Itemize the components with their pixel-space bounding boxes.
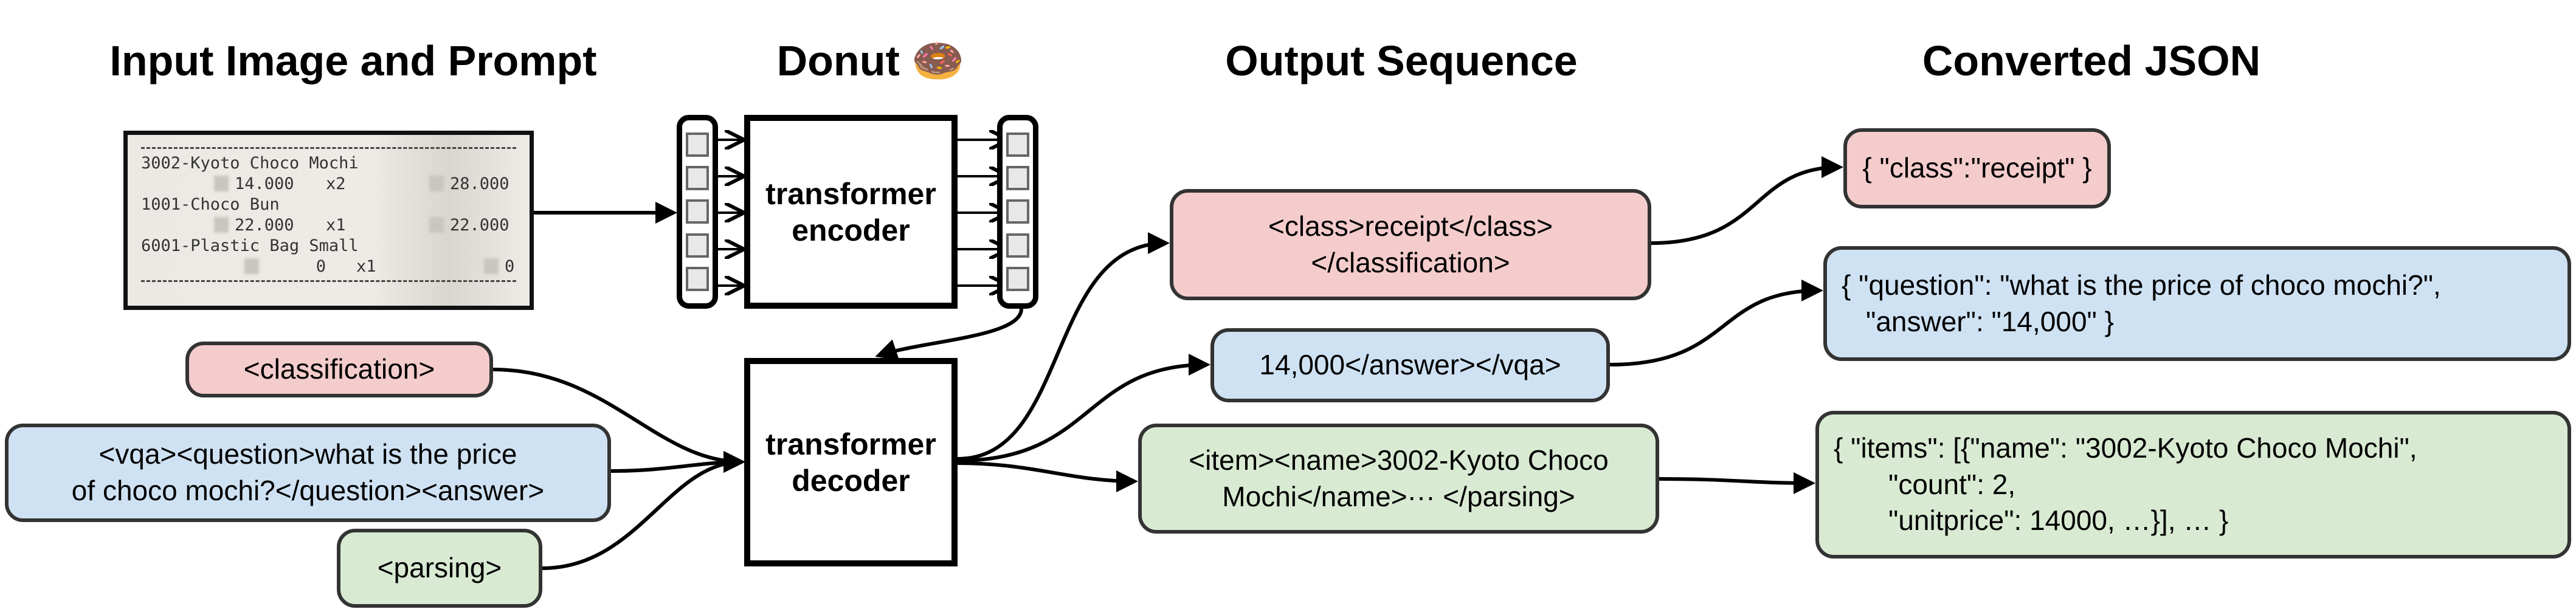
- token: [1006, 166, 1029, 191]
- json-text: "count": 2,: [1888, 468, 2016, 500]
- prompt-parsing: <parsing>: [337, 529, 542, 608]
- token: [1006, 233, 1029, 258]
- item-qty: x2: [326, 174, 346, 193]
- title-output: Output Sequence: [1225, 37, 1578, 84]
- encoder-label: transformer: [765, 176, 936, 211]
- prompt-text: <parsing>: [377, 552, 502, 584]
- output-text: 14,000</answer></vqa>: [1259, 349, 1561, 381]
- input-token-column: [677, 115, 718, 309]
- arrow-parsing-to-json: [1659, 472, 1815, 494]
- receipt-item-values: 14.000 x2 28.000: [141, 173, 516, 194]
- output-classification: <class>receipt</class> </classification>: [1170, 189, 1651, 300]
- token: [686, 199, 709, 224]
- token: [686, 233, 709, 258]
- json-text: { "question": "what is the price of choc…: [1842, 269, 2441, 301]
- prompt-text: <vqa><question>what is the price: [98, 438, 517, 470]
- output-token-column: [997, 115, 1038, 309]
- item-name: 3002-Kyoto Choco Mochi: [141, 153, 359, 173]
- token: [686, 267, 709, 292]
- token: [1006, 267, 1029, 292]
- output-text: </classification>: [1311, 246, 1510, 278]
- receipt-item-name: 1001-Choco Bun: [141, 194, 516, 215]
- receipt-item-name: 3002-Kyoto Choco Mochi: [141, 153, 516, 173]
- output-vqa: 14,000</answer></vqa>: [1210, 328, 1610, 402]
- encoder-label: encoder: [792, 213, 910, 247]
- json-text: { "class":"receipt" }: [1862, 152, 2092, 184]
- arrow-decoder-to-parsing: [957, 461, 1138, 492]
- token: [1006, 132, 1029, 157]
- item-total: 28.000: [450, 174, 509, 193]
- json-text: "answer": "14,000" }: [1866, 305, 2115, 337]
- json-text: { "items": [{"name": "3002-Kyoto Choco M…: [1834, 431, 2417, 464]
- arrow-decoder-to-classification: [957, 232, 1170, 461]
- json-text: "unitprice": 14000, …}], … }: [1888, 504, 2229, 537]
- json-vqa: { "question": "what is the price of choc…: [1823, 246, 2571, 361]
- item-qty: x1: [326, 215, 346, 235]
- receipt-item-values: 0 x1 0: [141, 256, 516, 277]
- item-total: 22.000: [450, 215, 509, 235]
- item-qty: x1: [356, 256, 376, 276]
- item-price: 22.000: [235, 215, 294, 235]
- receipt-image: 3002-Kyoto Choco Mochi 14.000 x2 28.000 10…: [123, 131, 534, 310]
- arrow-decoder-to-vqa: [957, 354, 1210, 462]
- item-price: 14.000: [235, 174, 294, 193]
- token: [686, 166, 709, 191]
- decoder-label: decoder: [792, 463, 910, 498]
- item-name: 6001-Plastic Bag Small: [141, 236, 359, 255]
- arrow-parsing-prompt: [542, 451, 745, 570]
- arrow-tokens-to-decoder: [875, 308, 1023, 360]
- title-json: Converted JSON: [1922, 37, 2261, 84]
- arrow-classification-prompt: [492, 368, 745, 473]
- prompt-text: <classification>: [243, 353, 435, 385]
- item-name: 1001-Choco Bun: [141, 194, 280, 214]
- title-donut: Donut 🍩: [776, 37, 965, 84]
- prompt-vqa: <vqa><question>what is the price of choco…: [5, 424, 611, 522]
- divider: [141, 147, 516, 149]
- receipt-item-name: 6001-Plastic Bag Small: [141, 235, 516, 256]
- token: [1006, 199, 1029, 224]
- json-classification: { "class":"receipt" }: [1843, 128, 2111, 208]
- token: [686, 132, 709, 157]
- output-text: <item><name>3002-Kyoto Choco: [1189, 444, 1609, 476]
- prompt-text: of choco mochi?</question><answer>: [71, 475, 545, 506]
- receipt-item-values: 22.000 x1 22.000: [141, 215, 516, 235]
- title-input: Input Image and Prompt: [109, 37, 597, 84]
- json-parsing: { "items": [{"name": "3002-Kyoto Choco M…: [1815, 411, 2571, 559]
- prompt-classification: <classification>: [185, 342, 493, 397]
- output-text: <class>receipt</class>: [1268, 210, 1553, 242]
- arrow-vqa-to-json: [1609, 280, 1823, 366]
- item-price: 0: [316, 256, 326, 276]
- divider: [141, 280, 516, 282]
- output-text: Mochi</name>··· </parsing>: [1222, 480, 1575, 512]
- item-total: 0: [505, 256, 515, 276]
- decoder-label: transformer: [765, 427, 936, 461]
- arrow-classification-to-json: [1651, 156, 1843, 245]
